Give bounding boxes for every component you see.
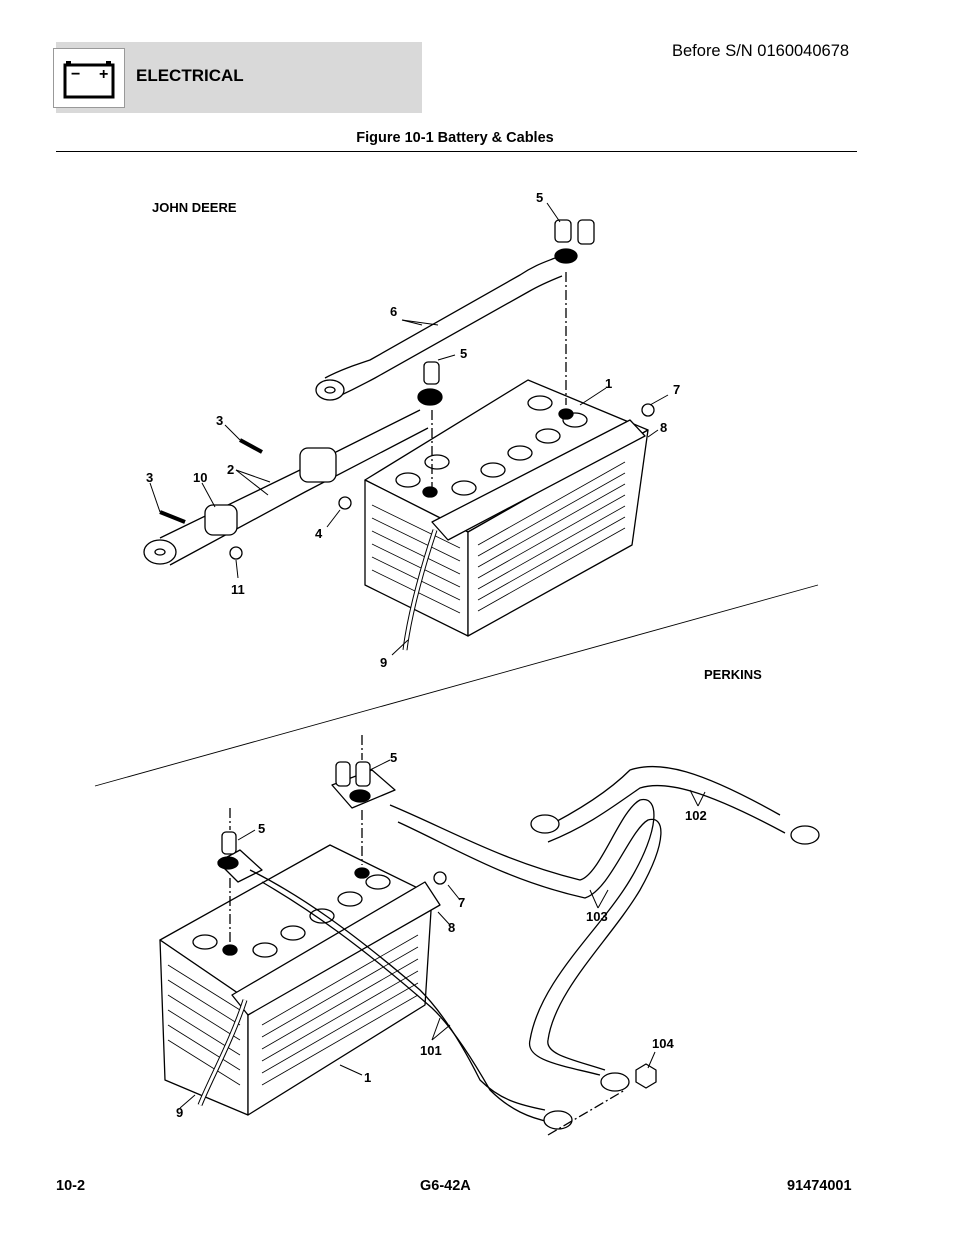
callout-101: 101 [420,1043,442,1058]
callout-5-bottom-left: 5 [258,821,265,836]
callout-8-bottom: 8 [448,920,455,935]
battery-minus-sign: − [71,66,80,83]
figure-title: Figure 10-1 Battery & Cables [356,130,554,146]
callout-10: 10 [193,470,207,485]
footer-model: G6-42A [420,1178,471,1194]
callout-1-bottom: 1 [364,1070,371,1085]
john-deere-label: JOHN DEERE [152,200,237,215]
callout-3-lower: 3 [146,470,153,485]
callout-6: 6 [390,304,397,319]
top-lower-cable [143,361,443,566]
bottom-leader-lines [179,759,706,1109]
battery-icon-frame: − + [53,48,125,108]
callout-1-top: 1 [605,376,612,391]
battery-icon: − + [63,61,115,99]
callout-4: 4 [315,526,323,541]
callout-9-bottom: 9 [176,1105,183,1120]
callout-5-lower: 5 [460,346,467,361]
top-callouts: 5 6 5 1 7 8 3 2 3 10 4 11 9 [146,190,680,670]
bottom-battery-vents [167,934,419,1086]
battery-plus-sign: + [99,66,108,83]
callout-102: 102 [685,808,707,823]
callout-9-top: 9 [380,655,387,670]
bottom-cables [197,765,820,1136]
header-rule [56,151,857,152]
perkins-label: PERKINS [704,667,762,682]
callout-5-upper: 5 [536,190,543,205]
callout-11: 11 [231,582,245,597]
bottom-battery [159,844,441,1116]
callout-7-bottom: 7 [458,895,465,910]
footer-page-number: 10-2 [56,1178,86,1194]
top-battery [364,379,649,637]
callout-5-bottom-right: 5 [390,750,397,765]
section-title: ELECTRICAL [136,66,244,85]
section-divider [94,584,819,787]
top-hardware [159,403,655,651]
callout-3-upper: 3 [216,413,223,428]
callout-8-top: 8 [660,420,667,435]
callout-103: 103 [586,909,608,924]
top-leader-lines [149,202,669,656]
serial-number-note: Before S/N 0160040678 [672,42,850,60]
bottom-callouts: 5 5 7 8 102 103 101 104 1 9 [176,750,707,1120]
bottom-terminals [217,735,396,942]
top-upper-cable [315,219,595,405]
callout-104: 104 [652,1036,674,1051]
callout-7-top: 7 [673,382,680,397]
footer-part-number: 91474001 [787,1178,852,1194]
callout-2: 2 [227,462,234,477]
